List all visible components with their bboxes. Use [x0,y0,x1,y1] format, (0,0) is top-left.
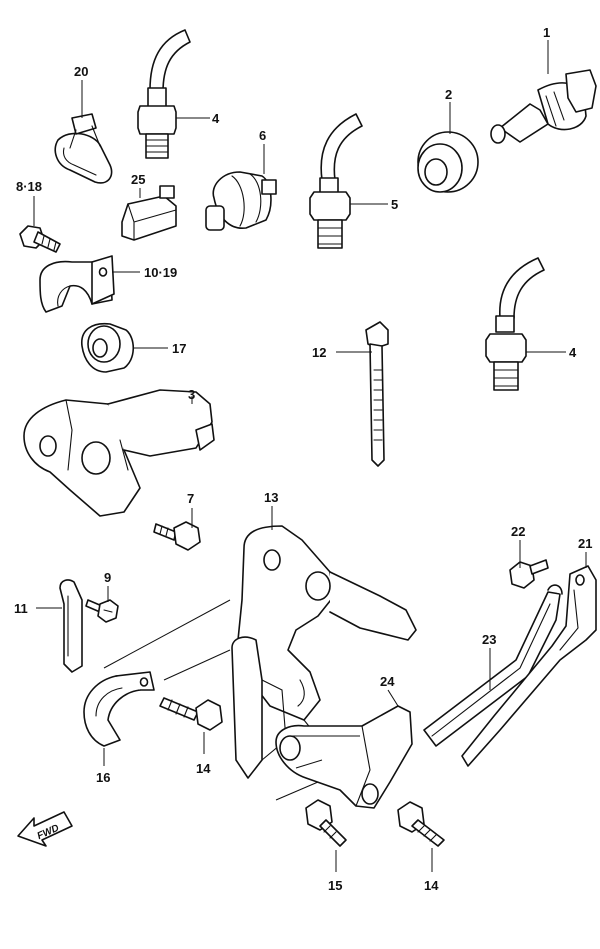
fwd-direction-arrow: FWD [17,811,73,847]
callout-7: 7 [187,491,194,506]
callout-23: 23 [482,632,496,647]
callout-10-19: 10·19 [144,265,177,280]
callout-5: 5 [391,197,398,212]
part-4-sensor-right [485,257,545,391]
callout-6: 6 [259,128,266,143]
callout-13: 13 [264,490,278,505]
callout-20: 20 [74,64,88,79]
callout-4-top: 4 [212,111,220,126]
callout-11: 11 [14,601,28,616]
callout-8-18: 8·18 [16,179,42,194]
part-20-clip [54,113,113,184]
callout-15: 15 [328,878,342,893]
part-3-switch [23,389,215,517]
callout-12: 12 [312,345,326,360]
leader-lines [33,40,587,872]
callout-16: 16 [96,770,110,785]
part-23-link-rod [423,584,563,747]
callout-2: 2 [445,87,452,102]
callout-4-right: 4 [569,345,577,360]
part-6-sensor [205,171,277,231]
callout-14-left: 14 [196,761,211,776]
callout-1: 1 [543,25,550,40]
part-14-bolt-left [159,697,223,731]
callout-9: 9 [104,570,111,585]
part-2-grommet [417,131,479,193]
callout-labels: 1 2 3 4 4 5 6 7 8·18 9 10·19 11 12 13 14… [14,25,592,893]
part-10-19-clamp [39,255,115,313]
part-4-sensor-top [137,29,191,159]
part-8-18-bolt [19,225,61,253]
callout-3: 3 [188,387,195,402]
part-17-grommet [81,322,135,373]
callout-14-right: 14 [424,878,439,893]
part-9-screw [85,599,119,623]
callout-21: 21 [578,536,592,551]
part-22-bolt [509,559,549,589]
part-21-plate [461,565,597,767]
part-13-bracket [231,525,417,779]
part-5-sensor [309,113,363,249]
part-7-bolt [153,521,201,551]
callout-25: 25 [131,172,145,187]
callout-22: 22 [511,524,525,539]
part-11-strap [59,579,83,673]
part-14-bolt-right [397,801,445,847]
part-16-clamp [83,671,155,747]
part-1-connector [490,69,597,144]
callout-24: 24 [380,674,395,689]
part-15-bolt [305,799,347,847]
part-24-bracket [275,705,413,809]
callout-17: 17 [172,341,186,356]
part-12-cable-tie [365,321,389,467]
part-25-holder [121,185,177,241]
